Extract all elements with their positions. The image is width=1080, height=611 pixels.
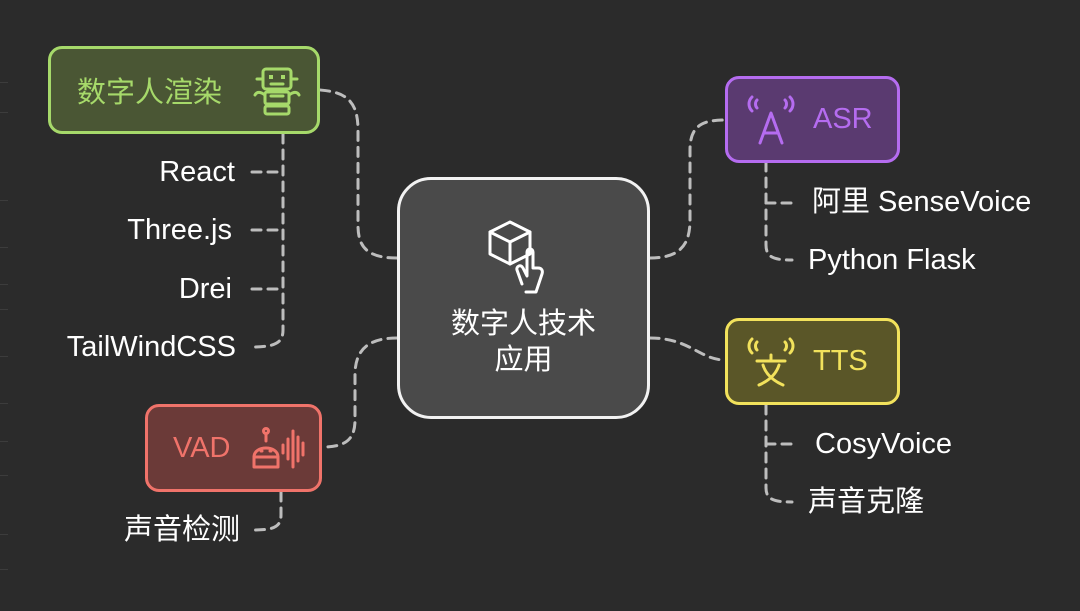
center-title-line2: 应用 bbox=[494, 344, 553, 376]
connector-render-children bbox=[250, 132, 285, 349]
vad-node-label: VAD bbox=[173, 431, 231, 464]
vad-item-sound-detection: 声音检测 bbox=[123, 514, 240, 546]
render-item-react: React bbox=[159, 156, 235, 188]
tts-item-voice-clone: 声音克隆 bbox=[808, 486, 925, 518]
center-title-line1: 数字人技术 bbox=[450, 308, 596, 340]
tts-node-label: TTS bbox=[813, 345, 868, 377]
connector-center-asr bbox=[648, 118, 727, 260]
render-node[interactable]: 数字人渲染 bbox=[48, 46, 320, 134]
render-node-label: 数字人渲染 bbox=[77, 77, 223, 109]
robot-soundwave-icon bbox=[251, 423, 307, 475]
connector-vad-child bbox=[250, 490, 283, 532]
center-node[interactable]: 数字人技术 应用 bbox=[397, 177, 650, 419]
render-item-drei: Drei bbox=[178, 273, 232, 305]
edge-decoration bbox=[0, 0, 8, 611]
robot-icon bbox=[251, 65, 303, 117]
connector-center-vad bbox=[320, 336, 399, 449]
asr-item-python-flask: Python Flask bbox=[808, 244, 976, 276]
connector-asr-children bbox=[764, 160, 794, 262]
asr-node[interactable]: ASR bbox=[725, 76, 900, 163]
text-to-speech-icon bbox=[746, 337, 796, 389]
speech-recognition-icon bbox=[746, 95, 796, 147]
vad-node[interactable]: VAD bbox=[145, 404, 322, 492]
connector-tts-children bbox=[764, 403, 794, 504]
render-item-tailwindcss: TailWindCSS bbox=[66, 331, 236, 363]
asr-item-sensevoice: 阿里 SenseVoice bbox=[812, 186, 1032, 218]
center-title: 数字人技术 应用 bbox=[400, 306, 647, 378]
cube-hand-icon bbox=[486, 218, 566, 298]
render-item-threejs: Three.js bbox=[127, 214, 232, 246]
tts-item-cosyvoice: CosyVoice bbox=[815, 428, 953, 460]
asr-node-label: ASR bbox=[813, 103, 873, 135]
connector-center-tts bbox=[648, 336, 727, 362]
connector-center-render bbox=[318, 88, 399, 260]
tts-node[interactable]: TTS bbox=[725, 318, 900, 405]
